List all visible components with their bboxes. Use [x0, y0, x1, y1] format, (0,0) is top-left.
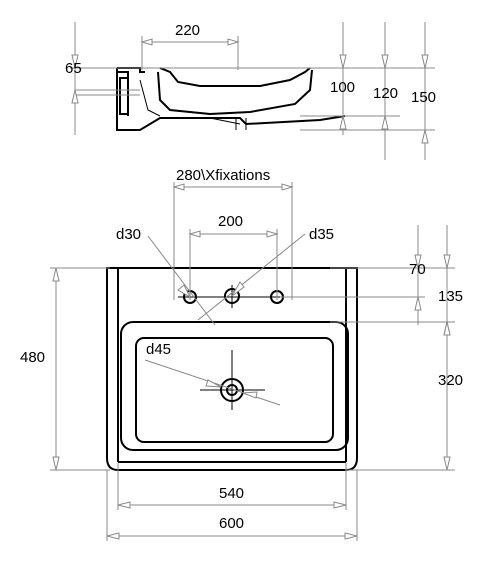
dim-side-hole-d30: d30 — [116, 226, 141, 243]
dim-top-135: 135 — [438, 288, 463, 305]
dim-depth-120: 120 — [373, 85, 398, 102]
dim-overall-width-600: 600 — [219, 515, 244, 532]
dim-height-480: 480 — [20, 349, 45, 366]
dim-center-hole-d35: d35 — [309, 226, 334, 243]
dim-width-220: 220 — [175, 22, 200, 39]
dim-drain-d45: d45 — [146, 341, 171, 358]
plan-view: 280\Xfixations 200 d30 d35 d45 70 135 48… — [20, 167, 463, 541]
dim-depth-100: 100 — [330, 79, 355, 96]
section-view: 220 65 100 120 150 — [65, 22, 436, 160]
dim-fixations-280: 280\Xfixations — [176, 167, 270, 184]
dim-bowl-320: 320 — [438, 372, 463, 389]
dim-holes-spacing-200: 200 — [218, 213, 243, 230]
dim-top-70: 70 — [409, 261, 426, 278]
dim-left-height-65: 65 — [65, 60, 82, 77]
dim-inner-width-540: 540 — [219, 485, 244, 502]
dim-depth-150: 150 — [411, 89, 436, 106]
